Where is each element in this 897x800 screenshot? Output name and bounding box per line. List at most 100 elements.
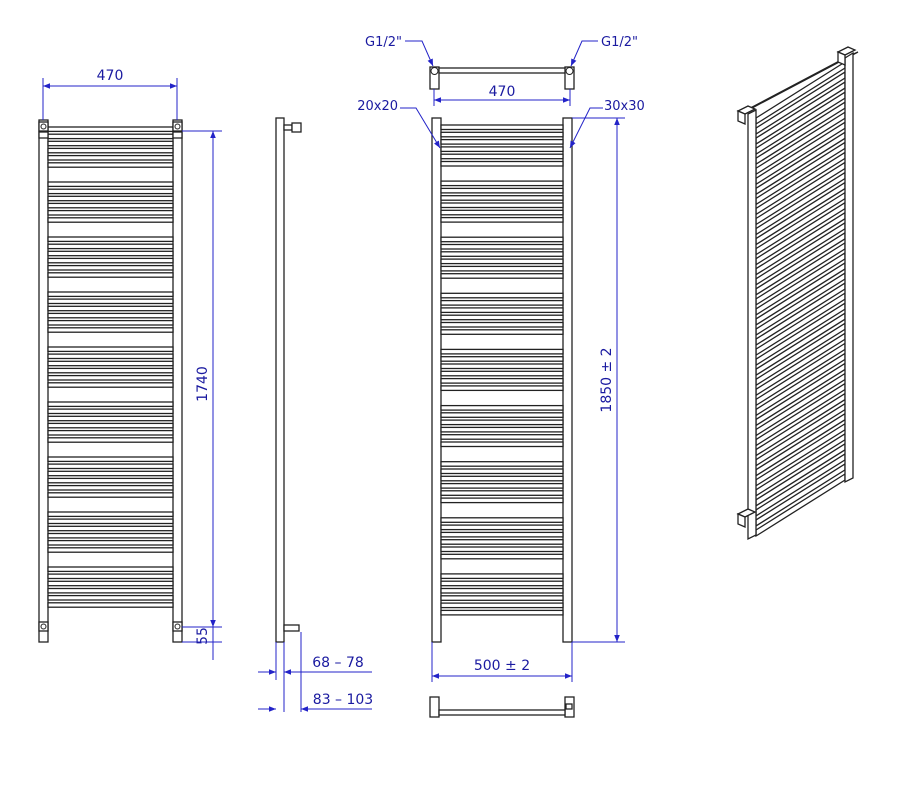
heating-rail bbox=[47, 209, 174, 216]
heating-rail bbox=[440, 490, 564, 496]
heating-rail bbox=[47, 401, 174, 408]
rear-rails bbox=[440, 124, 564, 616]
side-bottom-bracket bbox=[283, 624, 300, 632]
heating-rail bbox=[440, 329, 564, 335]
heating-rail bbox=[440, 216, 564, 223]
heating-rail bbox=[440, 209, 564, 216]
heating-rail bbox=[440, 461, 564, 467]
rear-left-column bbox=[431, 117, 442, 643]
heating-rail bbox=[440, 404, 564, 411]
heating-rail bbox=[440, 299, 564, 306]
heating-rail bbox=[47, 547, 174, 553]
perspective-view bbox=[736, 46, 859, 541]
heating-rail bbox=[440, 180, 564, 187]
heating-rail bbox=[47, 518, 174, 525]
heating-rail bbox=[47, 594, 174, 601]
heating-rail bbox=[440, 131, 564, 138]
heating-rail bbox=[440, 385, 564, 392]
heating-rail bbox=[440, 356, 564, 362]
heating-rail bbox=[440, 587, 564, 594]
heating-rail bbox=[47, 573, 174, 580]
heating-rail bbox=[47, 415, 174, 422]
heating-rail bbox=[47, 188, 174, 195]
heating-rail bbox=[440, 531, 564, 538]
heating-rail bbox=[47, 477, 174, 484]
heating-rail bbox=[440, 468, 564, 475]
column-section-label: 30x30 bbox=[604, 99, 645, 114]
heating-rail bbox=[440, 580, 564, 587]
heating-rail bbox=[47, 580, 174, 587]
heating-rail bbox=[47, 429, 174, 436]
heating-rail bbox=[47, 126, 174, 133]
heating-rail bbox=[47, 133, 174, 140]
rear-height-label: 1850 ± 2 bbox=[599, 347, 615, 412]
front-width-label: 470 bbox=[97, 68, 124, 84]
heating-rail bbox=[47, 202, 174, 209]
heating-rail bbox=[47, 291, 174, 298]
heating-rail bbox=[440, 265, 564, 272]
heating-rail bbox=[47, 602, 174, 608]
perspective-right-column bbox=[844, 51, 854, 484]
heating-rail bbox=[440, 363, 564, 370]
front-rails bbox=[47, 126, 174, 608]
heating-rail bbox=[47, 566, 174, 573]
heating-rail bbox=[440, 553, 564, 560]
heating-rail bbox=[440, 273, 564, 279]
heating-rail bbox=[440, 243, 564, 250]
heating-rail bbox=[47, 162, 174, 168]
side-top-bracket bbox=[291, 122, 302, 133]
heating-rail bbox=[47, 319, 174, 326]
side-total-depth-label: 83 – 103 bbox=[313, 692, 373, 708]
side-wall-distance-label: 68 – 78 bbox=[312, 655, 364, 671]
heating-rail bbox=[440, 146, 564, 153]
heating-rail bbox=[440, 609, 564, 616]
heating-rail bbox=[47, 532, 174, 539]
heating-rail bbox=[47, 525, 174, 532]
heating-rail bbox=[47, 353, 174, 360]
heating-rail bbox=[440, 419, 564, 426]
heating-rail bbox=[47, 422, 174, 429]
heating-rail bbox=[47, 484, 174, 491]
perspective-left-column bbox=[747, 108, 757, 541]
rear-width-label: 500 ± 2 bbox=[474, 658, 530, 674]
heating-rail bbox=[440, 524, 564, 531]
heating-rail bbox=[440, 138, 564, 145]
heating-rail bbox=[440, 236, 564, 243]
heating-rail bbox=[47, 140, 174, 147]
front-left-column bbox=[38, 119, 49, 643]
wall-bracket-icon bbox=[38, 121, 183, 632]
front-bottom-offset-label: 55 bbox=[195, 627, 211, 645]
rear-right-column bbox=[562, 117, 573, 643]
front-right-column bbox=[172, 119, 183, 643]
heating-rail bbox=[47, 463, 174, 470]
inlet-left-icon bbox=[430, 67, 439, 75]
heating-rail bbox=[47, 437, 174, 443]
heating-rail bbox=[440, 441, 564, 448]
heating-rail bbox=[440, 497, 564, 504]
heating-rail bbox=[47, 327, 174, 333]
heating-rail bbox=[440, 321, 564, 328]
heating-rail bbox=[440, 517, 564, 523]
heating-rail bbox=[440, 160, 564, 167]
heating-rail bbox=[440, 124, 564, 131]
heating-rail bbox=[47, 305, 174, 312]
heating-rail bbox=[440, 377, 564, 384]
heating-rail bbox=[440, 482, 564, 489]
front-height-label: 1740 bbox=[195, 366, 211, 402]
heating-rail bbox=[440, 187, 564, 194]
heating-rail bbox=[440, 258, 564, 265]
side-view: 68 – 78 83 – 103 bbox=[258, 117, 373, 712]
heating-rail bbox=[440, 307, 564, 314]
heating-rail bbox=[47, 257, 174, 264]
heating-rail bbox=[47, 470, 174, 477]
heating-rail bbox=[440, 426, 564, 433]
heating-rail bbox=[440, 412, 564, 418]
heating-rail bbox=[47, 264, 174, 271]
heating-rail bbox=[47, 298, 174, 305]
heating-rail bbox=[47, 456, 174, 463]
heating-rail bbox=[440, 292, 564, 299]
heating-rail bbox=[47, 250, 174, 257]
heating-rail bbox=[47, 346, 174, 353]
heating-rail bbox=[440, 153, 564, 160]
